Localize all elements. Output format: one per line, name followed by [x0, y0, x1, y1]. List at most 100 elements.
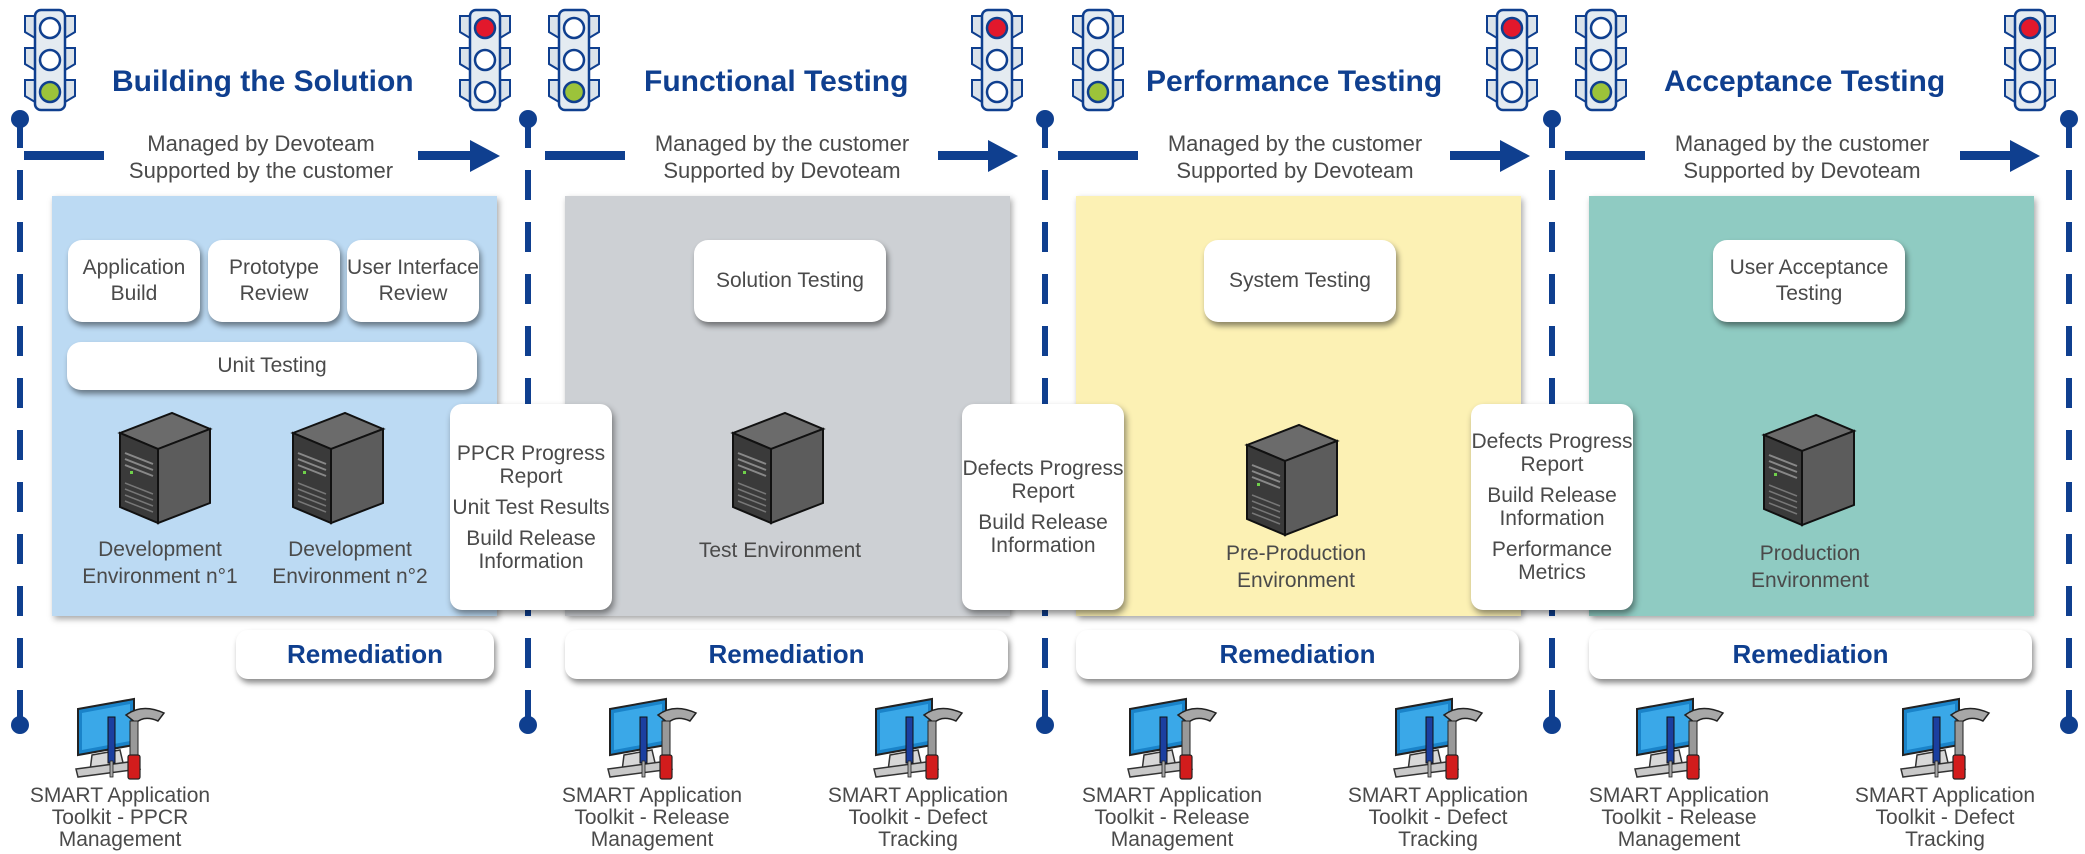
- toolkit-icon: [1897, 695, 1993, 780]
- server-icon: [1754, 405, 1864, 530]
- toolkit-icon: [604, 695, 700, 780]
- phase-title-performance: Performance Testing: [1146, 65, 1443, 98]
- report-item: Defects Progress Report: [962, 457, 1124, 503]
- supported-by-text: Supported by Devoteam: [663, 158, 901, 183]
- remediation-box: Remediation: [236, 630, 494, 679]
- environment-label: Production Environment: [1710, 540, 1910, 594]
- server-icon: [283, 403, 393, 528]
- phase-arrow-line: [418, 151, 470, 160]
- toolkit-label-line: SMART Application: [1081, 784, 1263, 807]
- phase-arrow-line: [1058, 151, 1138, 160]
- milestone-pin: [2060, 716, 2078, 734]
- supported-by-text: Supported by Devoteam: [1176, 158, 1414, 183]
- milestone-pin: [1036, 716, 1054, 734]
- server-icon: [1237, 415, 1347, 540]
- toolkit-label-line: Management: [1617, 828, 1741, 851]
- traffic-light-green-icon: [21, 8, 79, 112]
- unit-testing-card: Unit Testing: [67, 342, 477, 390]
- supported-by-text: Supported by the customer: [128, 158, 394, 183]
- traffic-light-red-icon: [1483, 8, 1541, 112]
- environment-label-line: Environment: [1237, 569, 1355, 592]
- traffic-light-red-icon: [456, 8, 514, 112]
- toolkit-label-line: Management: [58, 828, 182, 851]
- milestone-pin: [11, 716, 29, 734]
- toolkit-label-line: Toolkit - Release: [574, 806, 730, 829]
- activity-card: User Acceptance Testing: [1713, 240, 1905, 322]
- toolkit-label: SMART Application Toolkit - Defect Track…: [1328, 785, 1548, 851]
- governance-caption: Managed by the customer Supported by Dev…: [1652, 130, 1952, 184]
- governance-caption: Managed by Devoteam Supported by the cus…: [111, 130, 411, 184]
- traffic-light-green-icon: [1572, 8, 1630, 112]
- managed-by-text: Managed by the customer: [1674, 131, 1930, 156]
- server-icon: [723, 403, 833, 528]
- toolkit-label-line: Toolkit - Defect: [1875, 806, 2015, 829]
- handoff-report-card: PPCR Progress Report Unit Test Results B…: [450, 404, 612, 610]
- environment-label: Test Environment: [698, 539, 862, 562]
- phase-arrow-line: [545, 151, 625, 160]
- arrow-head-icon: [470, 140, 500, 172]
- report-item: Unit Test Results: [452, 495, 610, 519]
- phase-title-acceptance: Acceptance Testing: [1664, 65, 1946, 98]
- toolkit-label-line: Tracking: [1905, 828, 1985, 851]
- report-item: Build Release Information: [1487, 484, 1617, 530]
- phase-divider: [17, 118, 23, 718]
- phase-divider: [2066, 118, 2072, 718]
- toolkit-label: SMART Application Toolkit - Release Mana…: [1062, 785, 1282, 851]
- environment-label-line: Development: [288, 538, 412, 561]
- activity-card: User Interface Review: [347, 240, 479, 322]
- activity-card: Solution Testing: [694, 240, 886, 322]
- toolkit-icon: [1124, 695, 1220, 780]
- phase-arrow-line: [1565, 151, 1645, 160]
- milestone-pin: [1543, 716, 1561, 734]
- toolkit-label-line: Toolkit - Release: [1094, 806, 1250, 829]
- report-item: Performance Metrics: [1491, 538, 1613, 584]
- governance-caption: Managed by the customer Supported by Dev…: [1145, 130, 1445, 184]
- remediation-box: Remediation: [1589, 630, 2032, 679]
- toolkit-label-line: Management: [590, 828, 714, 851]
- report-item: PPCR Progress Report: [456, 441, 606, 488]
- activity-card: Application Build: [68, 240, 200, 322]
- handoff-report-card: Defects Progress Report Build Release In…: [962, 404, 1124, 610]
- environment-label-line: Environment n°1: [82, 565, 238, 588]
- toolkit-icon: [1390, 695, 1486, 780]
- traffic-light-green-icon: [1069, 8, 1127, 112]
- toolkit-label: SMART Application Toolkit - PPCR Managem…: [10, 785, 230, 851]
- toolkit-label-line: Management: [1110, 828, 1234, 851]
- environment-label: Development Environment n°1: [70, 536, 250, 590]
- toolkit-label-line: Toolkit - Defect: [848, 806, 988, 829]
- arrow-head-icon: [1500, 140, 1530, 172]
- traffic-light-red-icon: [2001, 8, 2059, 112]
- toolkit-icon: [1631, 695, 1727, 780]
- report-item: Build Release Information: [978, 511, 1108, 557]
- toolkit-icon: [870, 695, 966, 780]
- toolkit-label-line: Toolkit - Defect: [1368, 806, 1508, 829]
- phase-arrow-line: [1450, 151, 1500, 160]
- report-item: Defects Progress Report: [1471, 430, 1633, 476]
- managed-by-text: Managed by Devoteam: [147, 131, 375, 156]
- toolkit-label: SMART Application Toolkit - Release Mana…: [1569, 785, 1789, 851]
- server-icon: [110, 403, 220, 528]
- governance-caption: Managed by the customer Supported by Dev…: [632, 130, 932, 184]
- supported-by-text: Supported by Devoteam: [1683, 158, 1921, 183]
- remediation-box: Remediation: [1076, 630, 1519, 679]
- phase-arrow-line: [24, 151, 104, 160]
- phase-arrow-line: [1960, 151, 2010, 160]
- remediation-box: Remediation: [565, 630, 1008, 679]
- toolkit-label-line: SMART Application: [1347, 784, 1529, 807]
- toolkit-label: SMART Application Toolkit - Defect Track…: [808, 785, 1028, 851]
- toolkit-label-line: Tracking: [1398, 828, 1478, 851]
- activity-card: System Testing: [1204, 240, 1396, 322]
- phase-title-building: Building the Solution: [112, 65, 414, 98]
- toolkit-label-line: Tracking: [878, 828, 958, 851]
- environment-label-line: Development: [98, 538, 222, 561]
- toolkit-label-line: SMART Application: [561, 784, 743, 807]
- toolkit-label-line: Toolkit - Release: [1601, 806, 1757, 829]
- traffic-light-red-icon: [968, 8, 1026, 112]
- managed-by-text: Managed by the customer: [654, 131, 910, 156]
- toolkit-label: SMART Application Toolkit - Release Mana…: [542, 785, 762, 851]
- milestone-pin: [519, 716, 537, 734]
- toolkit-label-line: SMART Application: [1588, 784, 1770, 807]
- toolkit-label-line: Toolkit - PPCR: [51, 806, 189, 829]
- toolkit-label-line: SMART Application: [1854, 784, 2036, 807]
- phase-title-functional: Functional Testing: [644, 65, 909, 98]
